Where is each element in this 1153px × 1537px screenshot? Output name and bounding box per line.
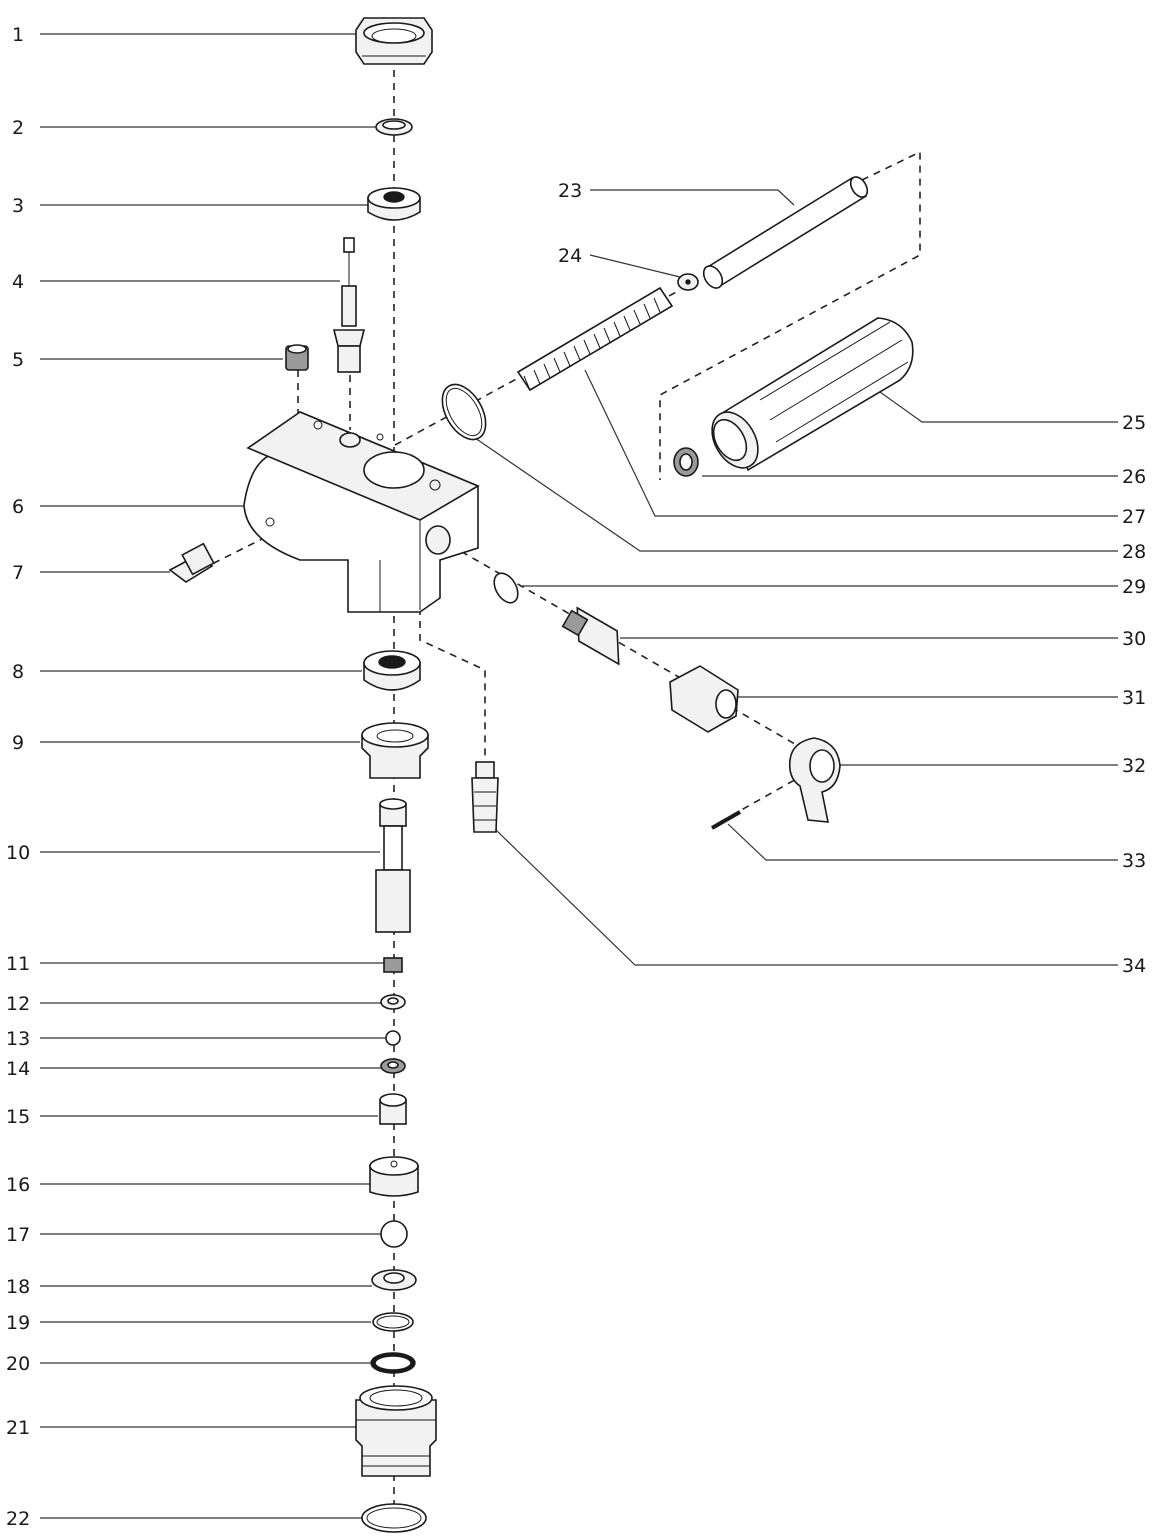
callout-30: 30: [1122, 628, 1146, 650]
callout-29: 29: [1122, 576, 1146, 598]
callout-25: 25: [1122, 412, 1146, 434]
part-30-valve-cartridge: [561, 606, 620, 666]
part-21-intake-housing: [355, 1385, 437, 1477]
part-24-washer: [677, 273, 699, 291]
part-29-o-ring: [493, 572, 519, 604]
callout-1: 1: [12, 24, 24, 46]
callout-18: 18: [6, 1276, 30, 1298]
callout-numbers-left: 1 2 3 4 5 6 7 8 9 10 11 12 13 14 15 16 1…: [6, 24, 30, 1530]
part-2-washer: [375, 118, 413, 136]
part-7-fitting: [168, 542, 215, 583]
part-22-o-ring: [361, 1503, 427, 1533]
part-5-set-screw: [285, 344, 309, 371]
part-34-hose-barb: [471, 761, 499, 833]
callout-23: 23: [558, 180, 582, 202]
part-16-foot-valve-housing: [369, 1156, 419, 1197]
callout-10: 10: [6, 842, 30, 864]
part-26-spring: [673, 447, 699, 477]
part-3-seal: [367, 187, 421, 221]
callout-31: 31: [1122, 687, 1146, 709]
part-10-piston-rod: [375, 798, 411, 933]
part-8-seal: [363, 650, 421, 691]
part-27-spring: [516, 286, 674, 392]
callout-26: 26: [1122, 466, 1146, 488]
callout-9: 9: [12, 732, 24, 754]
callout-2: 2: [12, 117, 24, 139]
callout-4: 4: [12, 271, 24, 293]
part-12-seat-washer: [380, 994, 406, 1010]
callout-22: 22: [6, 1508, 30, 1530]
callout-7: 7: [12, 562, 24, 584]
part-25-handle: [711, 317, 914, 472]
callout-32: 32: [1122, 755, 1146, 777]
callout-21: 21: [6, 1417, 30, 1439]
part-28-o-ring: [441, 383, 487, 441]
callout-20: 20: [6, 1353, 30, 1375]
callout-14: 14: [6, 1058, 30, 1080]
callout-12: 12: [6, 993, 30, 1015]
callout-11: 11: [6, 953, 30, 975]
callout-6: 6: [12, 496, 24, 518]
part-17-ball: [380, 1220, 408, 1248]
callout-27: 27: [1122, 506, 1146, 528]
part-14-seat: [380, 1058, 406, 1074]
part-33-pin: [711, 810, 741, 830]
part-6-manifold-body: [243, 411, 480, 613]
part-19-o-ring: [372, 1312, 414, 1332]
callout-33: 33: [1122, 850, 1146, 872]
part-23-filter-tube: [702, 176, 869, 289]
part-32-lever: [788, 737, 841, 823]
part-18-seat: [371, 1269, 417, 1291]
callout-24: 24: [558, 245, 582, 267]
callout-8: 8: [12, 661, 24, 683]
callout-13: 13: [6, 1028, 30, 1050]
callout-15: 15: [6, 1106, 30, 1128]
callout-19: 19: [6, 1312, 30, 1334]
callout-numbers-right: 23 24 25 26 27 28 29 30 31 32 33 34: [558, 180, 1146, 977]
part-13-ball: [385, 1030, 401, 1046]
callout-28: 28: [1122, 541, 1146, 563]
leader-lines: [40, 33, 1118, 1519]
part-1-cap-nut: [355, 17, 433, 65]
part-20-o-ring: [370, 1352, 416, 1374]
part-9-throat-bushing: [361, 722, 429, 779]
callout-5: 5: [12, 349, 24, 371]
callout-34: 34: [1122, 955, 1146, 977]
part-4-valve-stem: [332, 237, 366, 373]
callout-17: 17: [6, 1224, 30, 1246]
part-11-cage: [383, 957, 403, 973]
part-31-coupling-nut: [669, 665, 739, 733]
callout-16: 16: [6, 1174, 30, 1196]
callout-3: 3: [12, 195, 24, 217]
part-15-guide: [379, 1093, 407, 1125]
